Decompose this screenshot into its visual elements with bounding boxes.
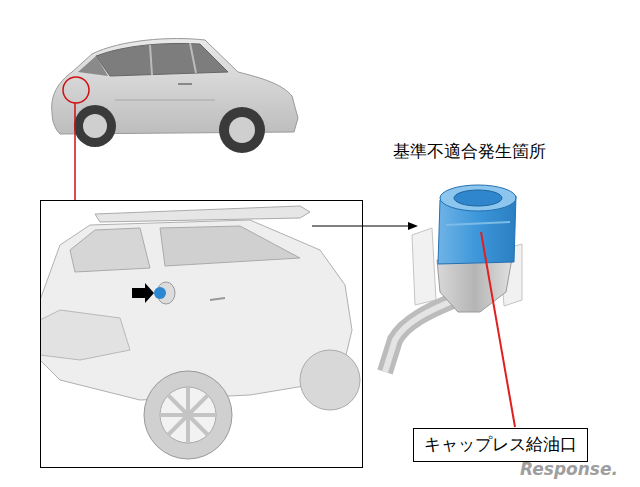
- part-heading: 基準不適合発生箇所: [393, 140, 546, 163]
- arrow-head: [408, 222, 418, 230]
- box-text: キャップレス給油口: [424, 435, 577, 455]
- leader-line: [481, 232, 515, 427]
- watermark: Response.: [520, 459, 618, 479]
- car-rear-view: [41, 206, 360, 459]
- car-overview: [52, 39, 298, 201]
- highlight-circle: [63, 77, 89, 103]
- label-box: キャップレス給油口: [413, 428, 588, 462]
- pointer-arrow: [132, 283, 154, 303]
- leader-line: [74, 103, 76, 201]
- inset-frame: [41, 201, 363, 468]
- pointer-line: [312, 226, 410, 227]
- filler-neck-part: [385, 185, 522, 427]
